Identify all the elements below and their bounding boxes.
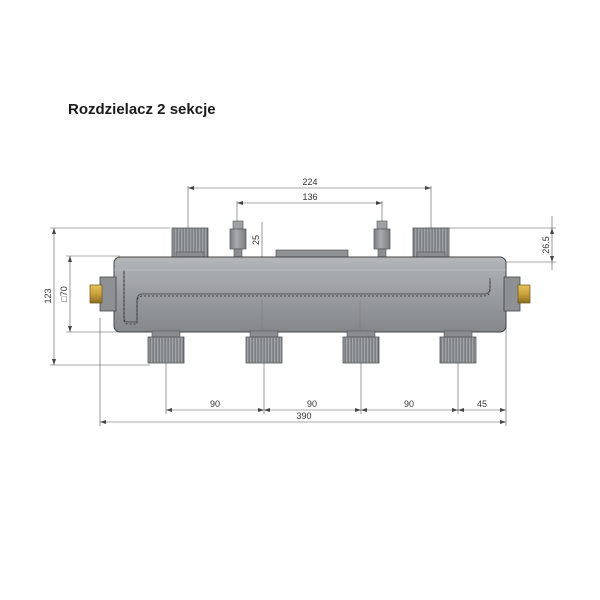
sensor-port-right [373, 220, 391, 259]
bottom-outlet-4 [439, 330, 477, 364]
dimension-lines [50, 186, 556, 426]
bottom-outlet-1 [147, 330, 185, 364]
bottom-outlet-2 [245, 330, 283, 364]
dim-label-224: 224 [302, 177, 317, 187]
dimension-arrows [52, 186, 554, 424]
top-inlet-pipe-right [412, 227, 450, 259]
dim-label-90-b: 90 [307, 399, 317, 409]
end-cap-left [89, 276, 117, 312]
dim-label-70: □70 [59, 286, 69, 301]
page-title: Rozdzielacz 2 sekcje [68, 101, 216, 118]
dim-label-90-c: 90 [404, 399, 414, 409]
top-inlet-pipe-left [171, 227, 209, 259]
dim-label-45: 45 [477, 399, 487, 409]
dim-label-26-5: 26.5 [541, 236, 551, 254]
dim-label-25: 25 [251, 235, 261, 245]
bottom-outlet-3 [342, 330, 380, 364]
dim-label-90-a: 90 [210, 399, 220, 409]
end-cap-right [503, 276, 531, 312]
sensor-port-left [229, 220, 247, 259]
dim-label-123: 123 [43, 288, 53, 303]
dim-label-136: 136 [302, 192, 317, 202]
dim-label-390: 390 [296, 411, 311, 421]
distributor-body [113, 256, 507, 333]
